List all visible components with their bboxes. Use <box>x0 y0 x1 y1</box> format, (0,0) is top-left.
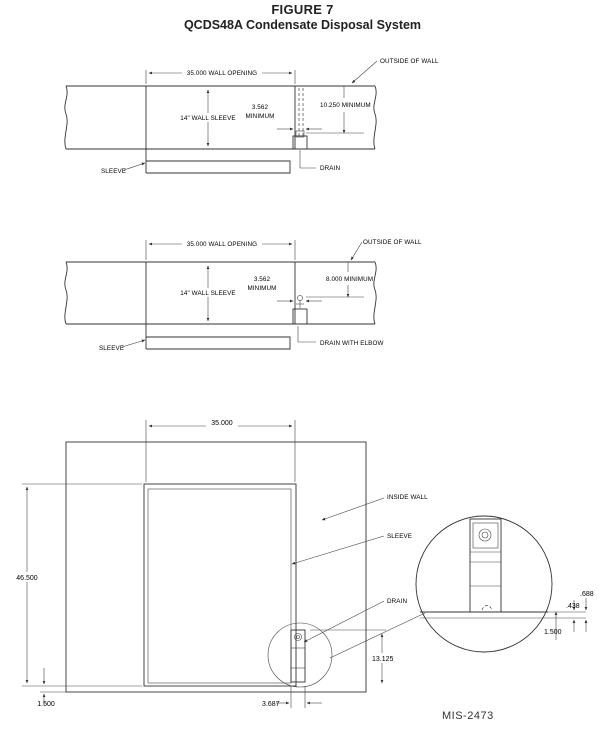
outside-wall-label: OUTSIDE OF WALL <box>363 239 422 246</box>
figure-header: FIGURE 7 QCDS48A Condensate Disposal Sys… <box>0 2 605 33</box>
drain-fitting <box>292 130 308 150</box>
top-view-2: 35.000 WALL OPENING 14" WALL SLEEVE 3.56… <box>64 239 422 352</box>
sleeve-label: SLEEVE <box>101 168 126 175</box>
detail-1500: 1.500 <box>544 629 562 636</box>
minimum-label: MINIMUM <box>245 113 274 120</box>
inside-wall-outline <box>65 441 367 693</box>
detail-callout-circle <box>267 622 333 688</box>
wall-sleeve-label: 14" WALL SLEEVE <box>180 115 235 122</box>
wall-outline <box>64 85 377 150</box>
wall-sleeve-label: 14" WALL SLEEVE <box>180 290 235 297</box>
bottom-offset: 1.500 <box>37 701 55 708</box>
minimum-value: 3.562 <box>252 104 269 111</box>
drain-label: DRAIN <box>387 598 407 605</box>
figure-subtitle: QCDS48A Condensate Disposal System <box>183 18 422 32</box>
front-view: 35.000 46.500 1.500 13.125 3.687 IN <box>14 418 428 708</box>
drain-detail: .688 .438 1.500 <box>329 515 594 659</box>
minimum-label: MINIMUM <box>247 285 276 292</box>
wall-opening-label: 35.000 WALL OPENING <box>187 241 257 248</box>
outside-wall-label: OUTSIDE OF WALL <box>380 58 439 65</box>
figure-title: FIGURE 7 <box>271 2 334 17</box>
opening-lines <box>145 262 296 350</box>
detail-circle <box>415 515 553 653</box>
sleeve-label: SLEEVE <box>99 345 124 352</box>
drain-label: DRAIN <box>320 165 340 172</box>
wall-opening-label: 35.000 WALL OPENING <box>187 70 257 77</box>
drain-offset-dimension: 3.687 <box>262 701 280 708</box>
minimum-value: 3.562 <box>254 276 271 283</box>
drain-elbow-fitting <box>292 295 308 325</box>
drain-fitting <box>290 629 306 683</box>
detail-438: .438 <box>566 603 580 610</box>
sleeve-edge-dashes <box>298 88 304 136</box>
sleeve-outer <box>143 483 297 687</box>
width-dimension: 35.000 <box>211 420 233 427</box>
opening-lines <box>145 86 296 174</box>
detail-688: .688 <box>580 591 594 598</box>
drain-label: DRAIN WITH ELBOW <box>320 340 384 347</box>
inside-wall-label: INSIDE WALL <box>387 494 428 501</box>
height-dimension: 46.500 <box>16 575 38 582</box>
document-code: MIS-2473 <box>442 710 494 722</box>
right-minimum: 10.250 MINIMUM <box>320 102 371 109</box>
right-minimum: 8.000 MINIMUM <box>326 276 373 283</box>
wall-outline <box>64 261 377 325</box>
top-view-1: 35.000 WALL OPENING 14" WALL SLEEVE 3.56… <box>64 58 439 175</box>
sleeve-label: SLEEVE <box>387 533 412 540</box>
sleeve-inner <box>147 488 292 684</box>
drain-height-dimension: 13.125 <box>372 656 394 663</box>
